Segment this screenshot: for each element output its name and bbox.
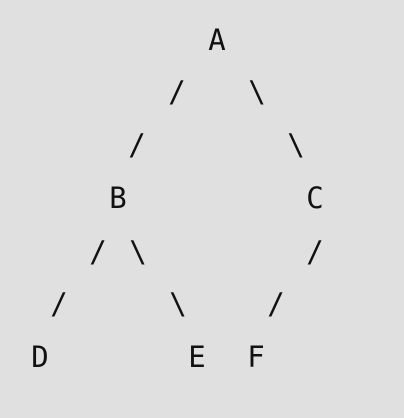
- edge-b-d-upper: /: [89, 235, 107, 269]
- node-b: B: [109, 181, 127, 215]
- node-f: F: [247, 340, 265, 374]
- edge-a-c-upper: \: [248, 75, 266, 109]
- node-c: C: [306, 181, 324, 215]
- edge-a-b-upper: /: [168, 75, 186, 109]
- node-e: E: [188, 340, 206, 374]
- edge-a-c-lower: \: [287, 128, 305, 162]
- node-a: A: [208, 23, 226, 57]
- edge-c-f-lower: /: [267, 287, 285, 321]
- edge-a-b-lower: /: [128, 128, 146, 162]
- edge-b-e-lower: \: [169, 287, 187, 321]
- edge-c-f-upper: /: [306, 235, 324, 269]
- node-d: D: [31, 340, 49, 374]
- edge-b-d-lower: /: [50, 287, 68, 321]
- edge-b-e-upper: \: [129, 235, 147, 269]
